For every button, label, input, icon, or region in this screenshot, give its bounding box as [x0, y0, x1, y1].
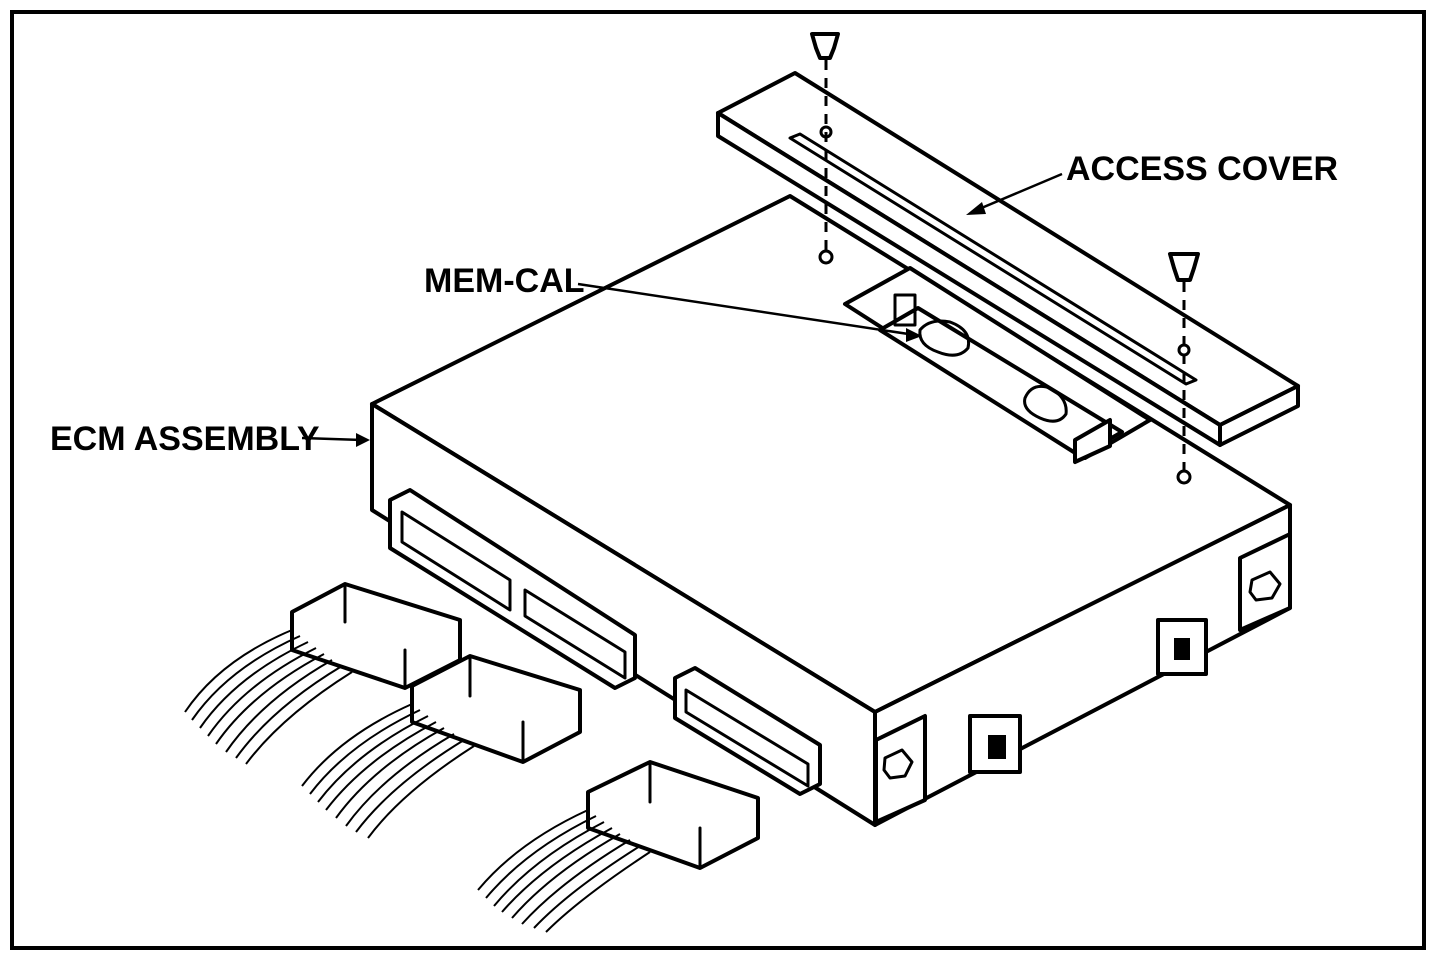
diagram-frame: [10, 10, 1426, 950]
mem-cal-opening: [843, 266, 1152, 464]
screws: [810, 32, 1200, 485]
ecm-assembly-label: ECM ASSEMBLY: [50, 420, 320, 458]
front-sockets: [388, 488, 822, 796]
harness-connector-2: [301, 654, 582, 839]
harness-connector-3: [477, 760, 760, 933]
harness-connector-1: [184, 582, 462, 765]
access-cover-label: ACCESS COVER: [1066, 150, 1339, 188]
mem-cal-label: MEM-CAL: [424, 262, 585, 300]
leader-lines: [301, 172, 1063, 447]
access-cover: [716, 71, 1300, 447]
